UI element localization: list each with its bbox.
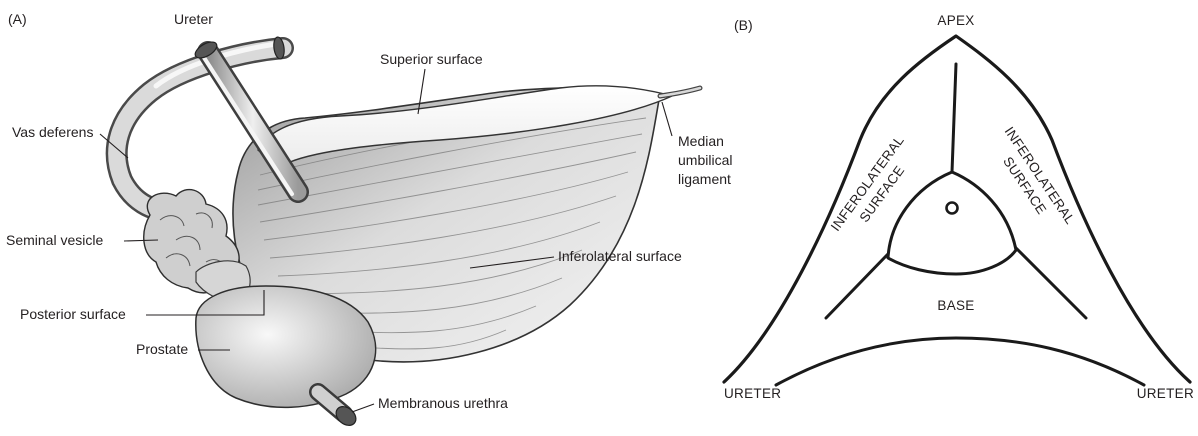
label-posterior-surface: Posterior surface bbox=[20, 306, 126, 322]
leader-median-umbilical bbox=[662, 102, 672, 136]
schematic-lower-curve bbox=[776, 338, 1144, 385]
bladder-illustration bbox=[117, 36, 700, 429]
label-apex: APEX bbox=[937, 13, 974, 28]
label-inferolateral-surface: Inferolateral surface bbox=[558, 248, 682, 264]
schematic-urethral-opening bbox=[947, 203, 958, 214]
schematic-left-line bbox=[826, 254, 888, 318]
schematic-central-region bbox=[888, 172, 1016, 274]
panel-b: (B) APEX INFEROLATERAL SURFACE INFEROLAT… bbox=[724, 13, 1194, 401]
label-median-1: Median bbox=[678, 133, 724, 149]
schematic-right-line bbox=[1016, 248, 1086, 318]
label-median-2: umbilical bbox=[678, 152, 732, 168]
panel-b-tag: (B) bbox=[734, 17, 753, 33]
panel-a-tag: (A) bbox=[8, 11, 27, 27]
label-membranous-urethra: Membranous urethra bbox=[378, 395, 508, 411]
panel-a: (A) bbox=[6, 11, 732, 429]
label-median-3: ligament bbox=[678, 171, 731, 187]
label-base: BASE bbox=[937, 298, 974, 313]
schematic-apex-line bbox=[952, 64, 956, 172]
label-superior-surface: Superior surface bbox=[380, 51, 483, 67]
label-prostate: Prostate bbox=[136, 341, 188, 357]
label-ureter-right: URETER bbox=[1137, 386, 1194, 401]
label-ureter: Ureter bbox=[174, 11, 213, 27]
label-seminal-vesicle: Seminal vesicle bbox=[6, 232, 103, 248]
label-vas-deferens: Vas deferens bbox=[12, 124, 93, 140]
leader-membranous-urethra bbox=[352, 404, 374, 412]
prostate-shape bbox=[196, 286, 376, 407]
label-ureter-left: URETER bbox=[724, 386, 781, 401]
